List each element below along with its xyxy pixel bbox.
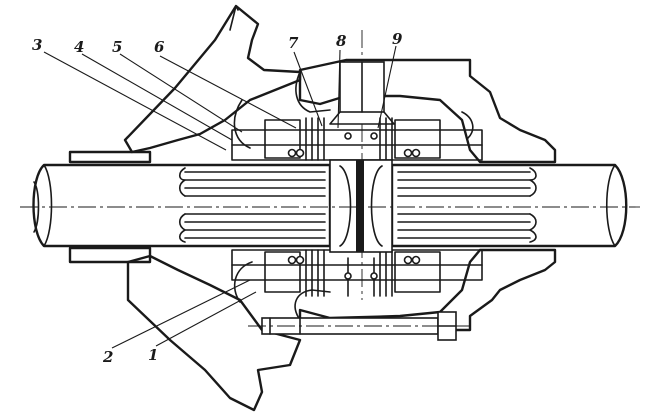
- right-axle-shaft: [390, 163, 628, 248]
- callout-2: 2: [102, 348, 113, 366]
- left-axle-shaft: [32, 163, 332, 248]
- callout-7: 7: [288, 34, 299, 52]
- callout-5: 5: [112, 38, 122, 56]
- clutch-pack-bottom: [264, 249, 441, 297]
- callout-1: 1: [148, 346, 158, 364]
- callouts: 3 4 5 6 7 8 9 2 1: [32, 30, 403, 366]
- callout-6: 6: [154, 38, 165, 56]
- left-hub: [68, 150, 152, 264]
- right-splines: [397, 167, 537, 243]
- center-spacer: [329, 159, 393, 253]
- callout-4: 4: [74, 38, 84, 56]
- callout-8: 8: [336, 32, 347, 50]
- callout-3: 3: [32, 36, 42, 54]
- housing-bolt: [248, 311, 470, 341]
- left-splines: [178, 167, 326, 243]
- leader-lines: [43, 45, 397, 349]
- callout-9: 9: [392, 30, 403, 48]
- top-boss: [329, 30, 395, 125]
- clutch-pack-top: [264, 117, 441, 161]
